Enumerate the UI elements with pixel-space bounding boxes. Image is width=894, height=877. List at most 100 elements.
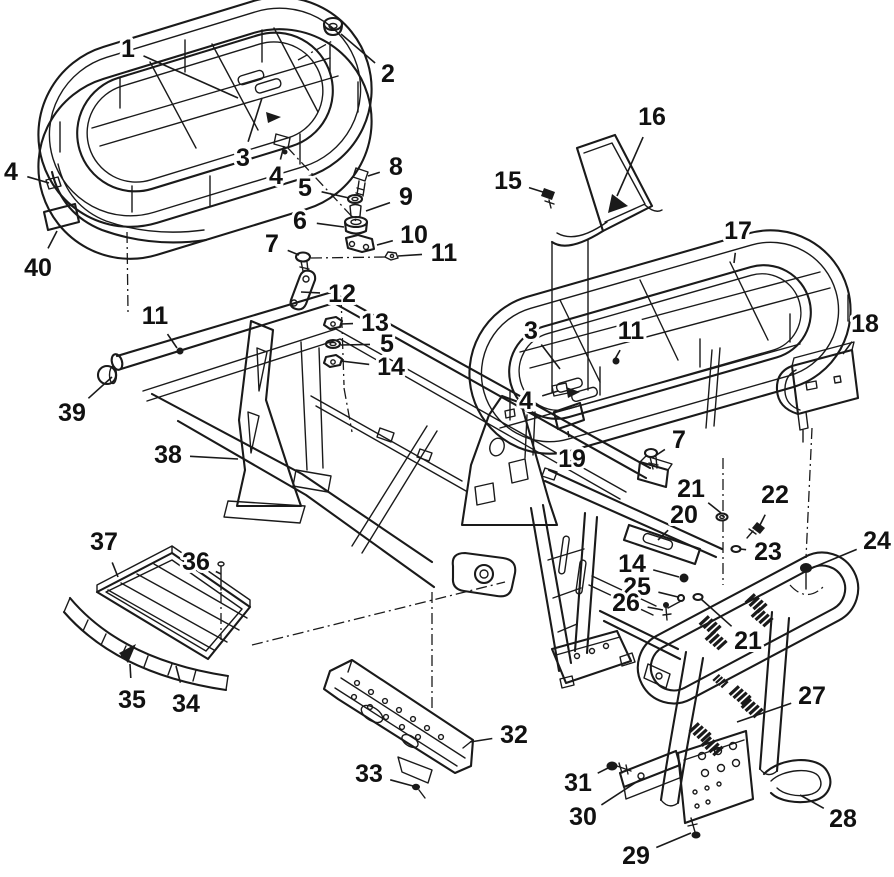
callout-label-14: 14 xyxy=(377,353,405,381)
bolt-24 xyxy=(789,563,824,596)
tow-hook-28 xyxy=(762,759,832,804)
front-rack-assembly xyxy=(468,229,852,459)
callout-label-11: 11 xyxy=(142,302,169,330)
callout-label-2: 2 xyxy=(381,60,395,88)
callout-leader-10 xyxy=(376,239,394,246)
callout-leader-39 xyxy=(87,376,113,399)
callout-label-3: 3 xyxy=(236,144,250,172)
pin-36 xyxy=(217,561,225,591)
reflector-tag-40 xyxy=(42,202,81,232)
callout-label-6: 6 xyxy=(293,207,307,235)
callout-label-7: 7 xyxy=(672,426,686,454)
callout-leader-40 xyxy=(47,230,58,249)
callout-leader-11 xyxy=(614,349,621,360)
callout-label-15: 15 xyxy=(494,167,522,195)
callout-leader-30 xyxy=(600,778,642,806)
callout-leader-11 xyxy=(397,253,423,257)
rack-crossbars xyxy=(91,27,339,149)
callout-leader-3 xyxy=(540,344,561,370)
callout-leader-19 xyxy=(567,430,570,438)
callout-leader-31 xyxy=(597,765,613,774)
spacer-9 xyxy=(349,203,362,219)
callout-leader-4 xyxy=(541,390,559,397)
callout-leader-5 xyxy=(321,191,350,199)
callout-leader-18 xyxy=(842,341,853,355)
storage-box-18 xyxy=(775,341,860,443)
callout-label-22: 22 xyxy=(761,481,789,509)
footrest-slats xyxy=(107,563,248,651)
bushing-6 xyxy=(343,215,369,235)
callout-leader-4 xyxy=(27,175,50,184)
callout-leader-17 xyxy=(733,252,737,264)
callout-label-28: 28 xyxy=(829,805,857,833)
callout-label-4: 4 xyxy=(269,162,283,190)
callout-leader-23 xyxy=(739,548,747,551)
callout-leader-11 xyxy=(166,333,178,349)
frame-gusset xyxy=(460,394,559,527)
callout-leader-35 xyxy=(129,663,132,679)
callout-leader-38 xyxy=(189,455,239,460)
callout-label-26: 26 xyxy=(612,589,640,617)
callout-label-32: 32 xyxy=(500,721,528,749)
callout-label-33: 33 xyxy=(355,760,383,788)
callout-leader-33 xyxy=(389,779,414,787)
callout-label-18: 18 xyxy=(851,310,879,338)
screw-33 xyxy=(412,783,426,799)
screw-29 xyxy=(687,817,701,839)
callout-label-37: 37 xyxy=(90,528,118,556)
callout-label-8: 8 xyxy=(389,153,403,181)
nut-13 xyxy=(322,315,344,331)
callout-label-9: 9 xyxy=(399,183,413,211)
callout-leader-29 xyxy=(655,832,692,849)
bolt-7 xyxy=(643,447,659,470)
callout-label-20: 20 xyxy=(670,501,698,529)
screw-22 xyxy=(746,522,765,539)
callout-leader-5 xyxy=(340,343,371,346)
clamp-10 xyxy=(344,233,376,254)
callout-label-19: 19 xyxy=(558,445,586,473)
callout-label-40: 40 xyxy=(24,254,52,282)
screw-26 xyxy=(662,602,672,621)
callout-label-11: 11 xyxy=(618,317,645,345)
callout-leader-14 xyxy=(652,569,680,578)
callout-leader-4 xyxy=(279,145,285,160)
callout-label-25: 25 xyxy=(623,573,651,601)
callout-label-4: 4 xyxy=(519,387,533,415)
callout-label-34: 34 xyxy=(172,690,200,718)
frame-tower xyxy=(529,503,636,689)
callout-label-31: 31 xyxy=(564,769,592,797)
callout-leader-26 xyxy=(647,606,664,611)
callout-leader-7 xyxy=(287,249,300,256)
direction-arrow-icon xyxy=(566,387,580,398)
rack-crossbars xyxy=(519,261,831,383)
callout-label-5: 5 xyxy=(298,174,312,202)
callout-leader-7 xyxy=(651,448,666,459)
callout-leader-32 xyxy=(469,737,493,743)
callout-leader-37 xyxy=(111,562,119,578)
callout-label-21: 21 xyxy=(734,627,762,655)
callout-label-3: 3 xyxy=(524,317,538,345)
callout-leader-28 xyxy=(799,794,825,809)
callout-label-27: 27 xyxy=(798,682,826,710)
callout-leader-14 xyxy=(340,360,370,366)
callout-label-12: 12 xyxy=(328,280,356,308)
rear-rack-assembly xyxy=(37,0,373,260)
rack-posts xyxy=(59,29,359,213)
callout-leader-24 xyxy=(806,548,858,571)
handle-bracket-16 xyxy=(550,133,663,393)
rack-tab-4 xyxy=(45,176,62,190)
callout-leader-25 xyxy=(658,591,679,598)
callout-label-36: 36 xyxy=(182,548,210,576)
footrest-assembly xyxy=(62,545,252,692)
main-frame xyxy=(96,290,724,689)
callout-label-29: 29 xyxy=(622,842,650,870)
rack-clamp-4 xyxy=(273,133,291,149)
washer-21b xyxy=(692,592,704,602)
mount-bar-20 xyxy=(622,523,702,566)
callout-leader-34 xyxy=(175,665,182,683)
callout-leader-3 xyxy=(247,97,263,143)
callout-label-14: 14 xyxy=(618,550,646,578)
